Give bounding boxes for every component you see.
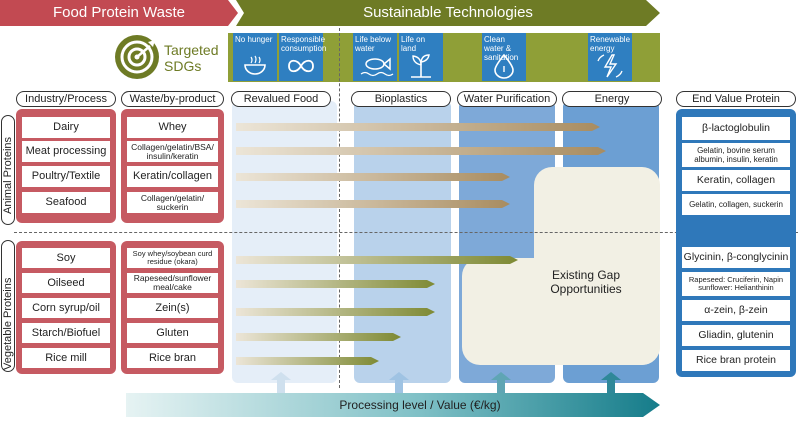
water-drop-icon [494, 53, 514, 79]
arrow-keratin [236, 173, 510, 181]
industry-item: Seafood [22, 192, 110, 213]
header-energy: Energy [562, 91, 662, 107]
sdg-title-line1: Targeted [164, 42, 219, 58]
arrow-collagen [236, 147, 606, 155]
sdg-tile-clean-water: Clean water & sanitation [482, 33, 526, 81]
gap-label-line1: Existing Gap [551, 268, 621, 282]
arrow-whey [236, 123, 600, 131]
header-waste: Waste/by-product [121, 91, 224, 107]
end-value-item: β-lactoglobulin [682, 117, 790, 140]
end-value-item: Glycinin, β-conglycinin [682, 247, 790, 268]
header-water-purification: Water Purification [457, 91, 557, 107]
industry-item: Rice mill [22, 348, 110, 368]
arrow-soy [236, 256, 518, 264]
animal-group-bracket [1, 115, 15, 225]
waste-item: Collagen/gelatin/BSA/ insulin/keratin [127, 141, 218, 162]
industry-item: Poultry/Textile [22, 166, 110, 187]
sustainable-technologies-banner: Sustainable Technologies [236, 0, 660, 26]
end-value-item: Rapeseed: Cruciferin, Napin sunflower: H… [682, 272, 790, 296]
arrow-oilseed [236, 280, 435, 288]
waste-item: Keratin/collagen [127, 166, 218, 187]
waste-item: Collagen/gelatin/ suckerin [127, 192, 218, 213]
industry-item: Meat processing [22, 141, 110, 162]
vegetable-group-bracket [1, 240, 15, 372]
food-protein-waste-banner: Food Protein Waste [0, 0, 238, 26]
sdg-tile-life-below-water: Life below water [353, 33, 397, 81]
processing-axis-label: Processing level / Value (€/kg) [339, 398, 501, 412]
sdg-tile-label: Renewable energy [590, 35, 631, 53]
arrow-seafood [236, 200, 510, 208]
waste-item: Soy whey/soybean curd residue (okara) [127, 248, 218, 268]
end-value-item: Rice bran protein [682, 350, 790, 371]
end-value-item: Gliadin, glutenin [682, 325, 790, 346]
banner-left-title: Food Protein Waste [52, 4, 185, 21]
waste-item: Gluten [127, 323, 218, 343]
sdg-tile-label: Responsible consumption [281, 35, 327, 53]
sdg-tile-renewable-energy: Renewable energy [588, 33, 632, 81]
waste-item: Zein(s) [127, 298, 218, 318]
header-bioplastics: Bioplastics [351, 91, 451, 107]
sdg-tile-label: Life below water [355, 35, 392, 53]
infinity-icon [288, 59, 314, 73]
sdg-tile-label: No hunger [235, 35, 273, 44]
banner-right-title: Sustainable Technologies [363, 4, 533, 21]
gap-area-lower [462, 258, 660, 365]
header-revalued-food: Revalued Food [231, 91, 331, 107]
header-industry: Industry/Process [16, 91, 116, 107]
sdg-tile-label: Life on land [401, 35, 426, 53]
arrow-starch [236, 333, 401, 341]
end-value-item: Keratin, collagen [682, 170, 790, 191]
end-value-item: Gelatin, bovine serum albumin, insulin, … [682, 143, 790, 167]
arrow-corn [236, 308, 435, 316]
sdg-tile-no-hunger: No hunger [233, 33, 277, 81]
industry-item: Starch/Biofuel [22, 323, 110, 343]
end-value-item: Gelatin, collagen, suckerin [682, 194, 790, 215]
sdg-tile-life-on-land: Life on land [399, 33, 443, 81]
group-divider [14, 232, 798, 233]
gap-label-line2: Opportunities [550, 282, 622, 296]
end-value-item: α-zein, β-zein [682, 300, 790, 321]
waste-item: Rice bran [127, 348, 218, 368]
tree-icon [411, 54, 431, 78]
target-icon [115, 35, 159, 79]
industry-item: Soy [22, 248, 110, 268]
waste-item: Rapeseed/sunflower meal/cake [127, 273, 218, 293]
industry-item: Corn syrup/oil [22, 298, 110, 318]
arrow-rice [236, 357, 379, 365]
lightning-icon [597, 54, 623, 78]
sdg-tile-responsible-consumption: Responsible consumption [279, 33, 327, 81]
sdg-title-line2: SDGs [164, 58, 202, 74]
industry-item: Oilseed [22, 273, 110, 293]
industry-item: Dairy [22, 117, 110, 138]
header-end-value-protein: End Value Protein [676, 91, 796, 107]
gap-label: Existing Gap Opportunities [520, 268, 652, 296]
waste-item: Whey [127, 117, 218, 138]
bowl-icon [244, 55, 266, 75]
targeted-sdgs-title: Targeted SDGs [164, 42, 234, 74]
fish-icon [360, 57, 394, 77]
